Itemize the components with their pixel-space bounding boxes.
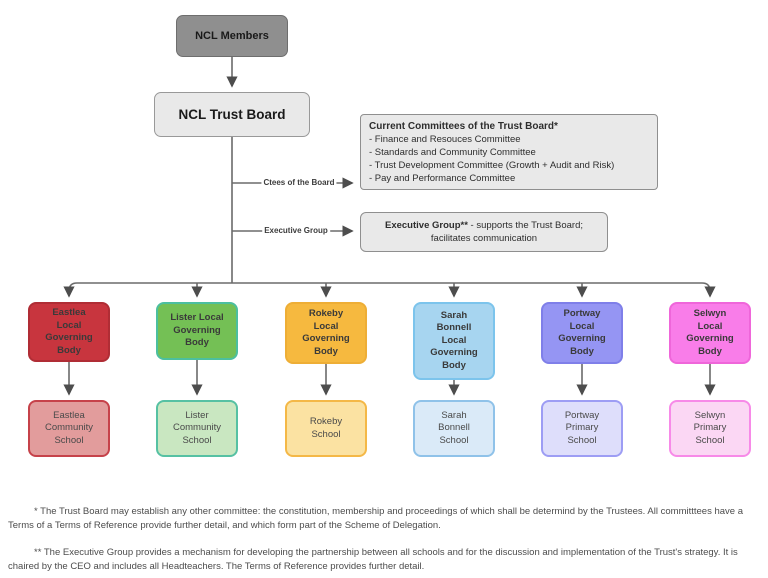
node-label: Eastlea Local Governing Body [45, 307, 93, 356]
node-label: Eastlea Community School [44, 409, 94, 446]
committee-item: - Pay and Performance Committee [369, 173, 516, 184]
footnote-executive-group: ** The Executive Group provides a mechan… [8, 547, 738, 572]
node-lister-governing-body: Lister Local Governing Body [156, 302, 238, 360]
node-eastlea-community-school: Eastlea Community School [28, 400, 110, 457]
node-label: Portway Primary School [564, 409, 600, 446]
node-sarah-bonnell-governing-body: Sarah Bonnell Local Governing Body [413, 302, 495, 380]
panel-current-committees: Current Committees of the Trust Board* -… [360, 114, 658, 190]
node-selwyn-primary-school: Selwyn Primary School [669, 400, 751, 457]
connector-label-executive-group: Executive Group [262, 225, 330, 236]
node-rokeby-school: Rokeby School [285, 400, 367, 457]
footnote-trust-board: * The Trust Board may establish any othe… [8, 506, 743, 531]
node-label: Sarah Bonnell Local Governing Body [430, 309, 478, 371]
connector-label-ctees-of-the-board: Ctees of the Board [261, 177, 337, 188]
node-ncl-members-label: NCL Members [195, 30, 269, 42]
executive-group-description: - supports the Trust Board; facilitates … [430, 220, 583, 244]
node-label: Lister Local Governing Body [170, 312, 224, 349]
node-label: Selwyn Primary School [693, 409, 727, 446]
node-label: Portway Local Governing Body [558, 308, 606, 357]
node-portway-primary-school: Portway Primary School [541, 400, 623, 457]
committee-item: - Standards and Community Committee [369, 147, 536, 158]
node-ncl-members: NCL Members [176, 15, 288, 57]
node-ncl-trust-board: NCL Trust Board [154, 92, 310, 137]
committee-item: - Finance and Resouces Committee [369, 134, 521, 145]
node-selwyn-governing-body: Selwyn Local Governing Body [669, 302, 751, 364]
node-rokeby-governing-body: Rokeby Local Governing Body [285, 302, 367, 364]
executive-group-title: Executive Group** [385, 220, 468, 231]
node-lister-community-school: Lister Community School [156, 400, 238, 457]
node-sarah-bonnell-school: Sarah Bonnell School [413, 400, 495, 457]
node-portway-governing-body: Portway Local Governing Body [541, 302, 623, 364]
node-label: Rokeby Local Governing Body [302, 308, 350, 357]
node-label: Sarah Bonnell School [438, 409, 470, 446]
node-label: Rokeby School [309, 416, 343, 440]
node-ncl-trust-board-label: NCL Trust Board [178, 107, 286, 122]
node-eastlea-governing-body: Eastlea Local Governing Body [28, 302, 110, 362]
committees-title: Current Committees of the Trust Board* [369, 121, 558, 132]
node-label: Selwyn Local Governing Body [686, 308, 734, 357]
executive-group-text: Executive Group** - supports the Trust B… [369, 219, 599, 245]
committee-item: - Trust Development Committee (Growth + … [369, 160, 615, 171]
node-label: Lister Community School [172, 409, 222, 446]
panel-executive-group: Executive Group** - supports the Trust B… [360, 212, 608, 252]
